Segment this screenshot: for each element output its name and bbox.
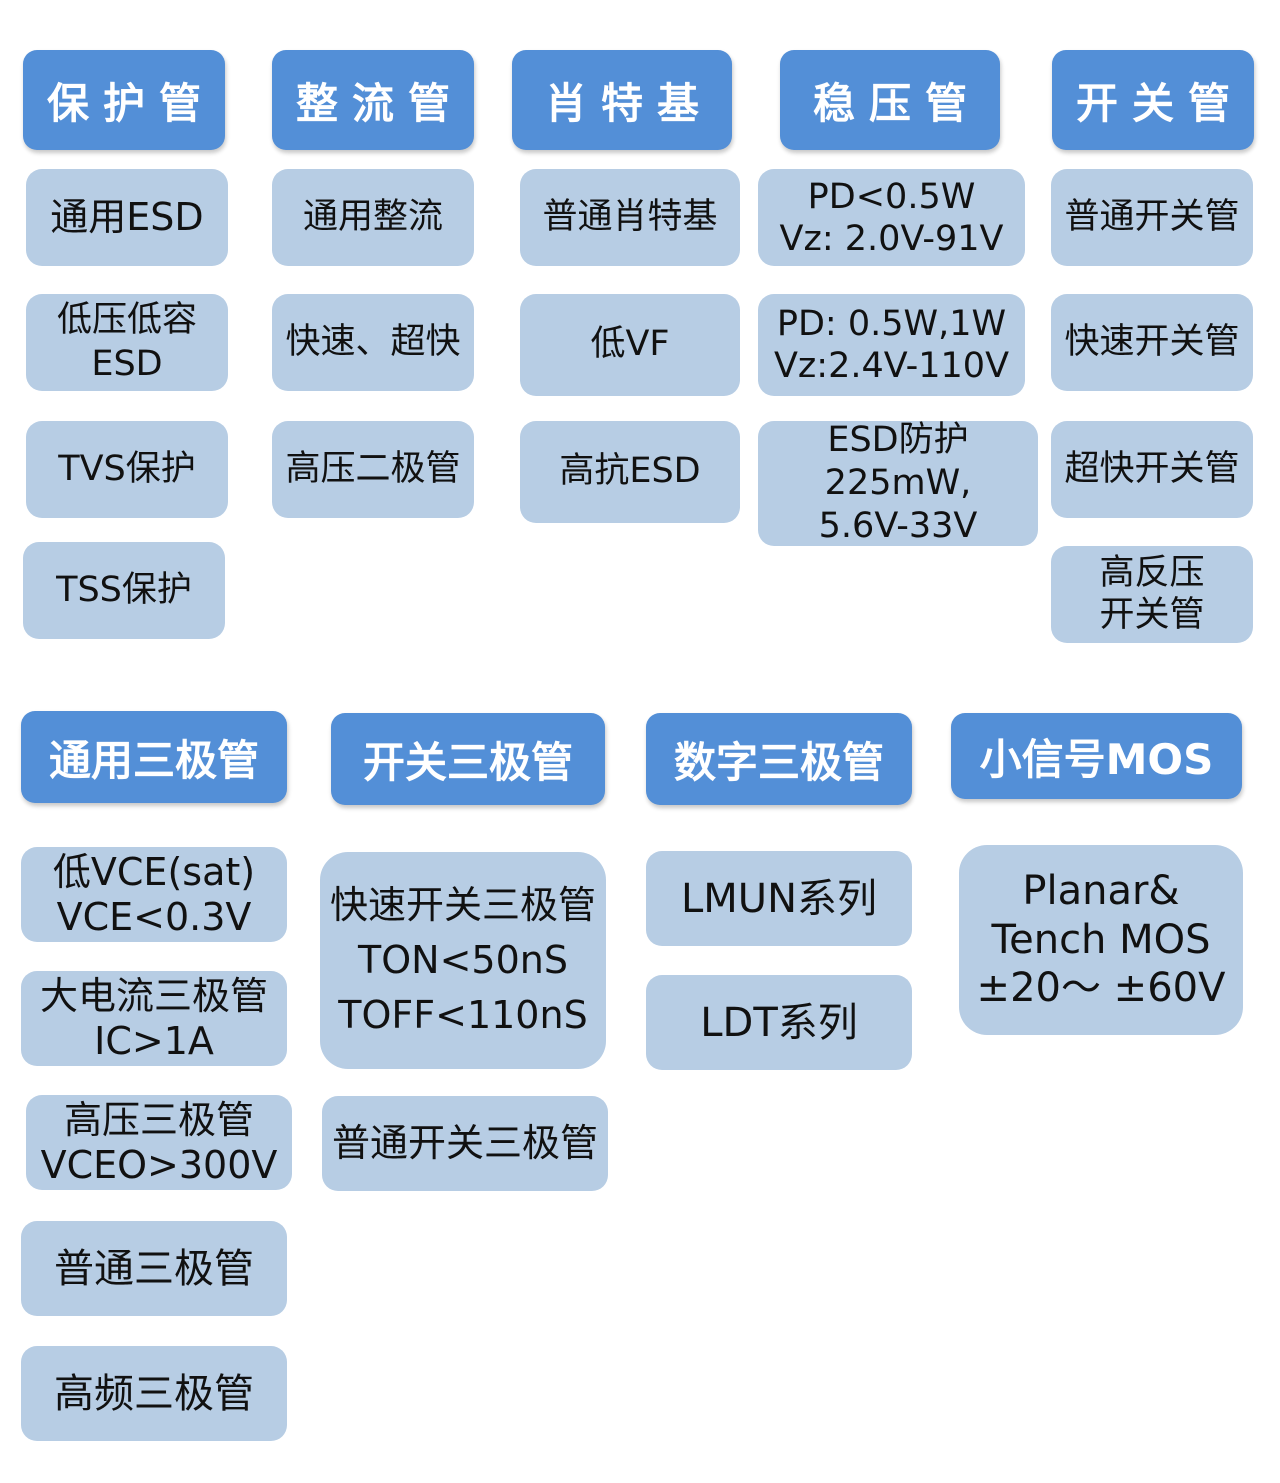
item-low-voltage-low-cap-esd: 低压低容 ESD xyxy=(26,294,228,391)
item-high-voltage-diode: 高压二极管 xyxy=(272,421,474,518)
item-fast-switching-transistor: 快速开关三极管 TON<50nS TOFF<110nS xyxy=(320,852,606,1069)
item-tss-protection: TSS保护 xyxy=(23,542,225,639)
item-low-vce-sat: 低VCE(sat) VCE<0.3V xyxy=(21,847,287,942)
item-tvs-protection: TVS保护 xyxy=(26,421,228,518)
header-general-transistor: 通用三极管 xyxy=(21,711,287,803)
item-zener-pd-under-0-5w: PD<0.5W Vz: 2.0V-91V xyxy=(758,169,1025,266)
header-schottky-diode: 肖特基 xyxy=(512,50,732,150)
item-ldt-series: LDT系列 xyxy=(646,975,912,1070)
header-zener-diode: 稳压管 xyxy=(780,50,1000,150)
item-general-switching-transistor: 普通开关三极管 xyxy=(322,1096,608,1191)
item-high-esd-resistance: 高抗ESD xyxy=(520,421,740,523)
item-general-esd: 通用ESD xyxy=(26,169,228,266)
item-fast-ultrafast: 快速、超快 xyxy=(272,294,474,391)
item-general-schottky: 普通肖特基 xyxy=(520,169,740,266)
item-general-switching: 普通开关管 xyxy=(1051,169,1253,266)
item-high-frequency-transistor: 高频三极管 xyxy=(21,1346,287,1441)
item-planar-trench-mos: Planar& Tench MOS ±20～ ±60V xyxy=(959,845,1243,1035)
item-general-rectifier: 通用整流 xyxy=(272,169,474,266)
header-switching-transistor: 开关三极管 xyxy=(331,713,605,805)
item-general-transistor: 普通三极管 xyxy=(21,1221,287,1316)
header-rectifier-diode: 整流管 xyxy=(272,50,474,150)
item-zener-esd-protection: ESD防护 225mW, 5.6V-33V xyxy=(758,420,1038,546)
item-low-vf: 低VF xyxy=(520,294,740,396)
item-lmun-series: LMUN系列 xyxy=(646,851,912,946)
header-small-signal-mos: 小信号MOS xyxy=(951,713,1242,799)
header-protection-diode: 保护管 xyxy=(23,50,225,150)
item-high-current-transistor: 大电流三极管 IC>1A xyxy=(21,971,287,1066)
item-ultrafast-switching: 超快开关管 xyxy=(1051,421,1253,518)
item-high-voltage-transistor: 高压三极管 VCEO>300V xyxy=(26,1095,292,1190)
item-fast-switching: 快速开关管 xyxy=(1051,294,1253,391)
header-switching-diode: 开关管 xyxy=(1052,50,1254,150)
item-high-reverse-voltage-switching: 高反压 开关管 xyxy=(1051,546,1253,643)
header-digital-transistor: 数字三极管 xyxy=(646,713,912,805)
item-zener-pd-0-5w-1w: PD: 0.5W,1W Vz:2.4V-110V xyxy=(758,294,1025,396)
